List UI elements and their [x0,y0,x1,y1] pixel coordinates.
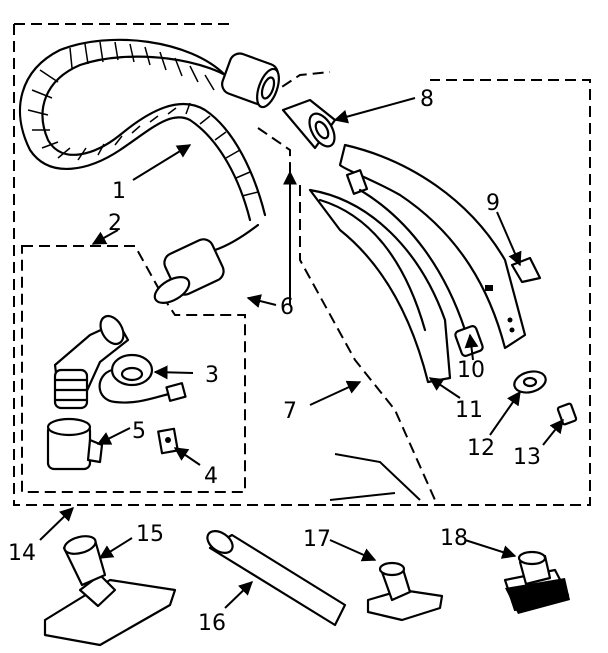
dusting-brush-part [503,550,570,614]
collar-part [513,370,547,394]
callout-13: 13 [513,445,541,470]
callout-14: 14 [8,541,36,566]
wand-straight-part [308,188,452,384]
latch-part [510,256,542,284]
crevice-tool-part [206,529,347,627]
callout-8: 8 [420,87,434,112]
kit-2-boundary [21,245,246,493]
kit-7-boundary [299,185,436,501]
callout-18: 18 [440,526,468,551]
callout-4: 4 [204,464,218,489]
floor-brush-part [43,535,177,647]
leader-lines [39,97,564,609]
callout-labels: 1 2 3 4 5 6 7 8 9 10 11 12 13 14 15 16 1… [8,87,541,636]
callout-12: 12 [467,436,495,461]
callout-9: 9 [486,191,500,216]
wand-curved-part [338,143,527,350]
outer-kit-boundary [13,23,591,506]
swivel-assembly-part [53,314,130,410]
kit-6-boundary [257,127,291,190]
clip-part [157,427,179,455]
upholstery-tool-part [366,561,444,622]
callout-1: 1 [112,179,126,204]
callout-2: 2 [108,211,122,236]
callout-15: 15 [136,522,164,547]
callout-16: 16 [198,611,226,636]
callout-6: 6 [280,295,294,320]
kit-top-boundary [267,71,331,97]
wand-adapter-part [46,417,104,471]
callout-7: 7 [283,399,297,424]
hose-coupling-part [281,98,337,150]
callout-11: 11 [455,398,483,423]
cord-part [98,353,187,404]
callout-5: 5 [132,419,146,444]
callout-3: 3 [205,363,219,388]
button-part [556,402,578,426]
hose-part [18,38,280,304]
callout-17: 17 [303,527,331,552]
callout-10: 10 [457,358,485,383]
